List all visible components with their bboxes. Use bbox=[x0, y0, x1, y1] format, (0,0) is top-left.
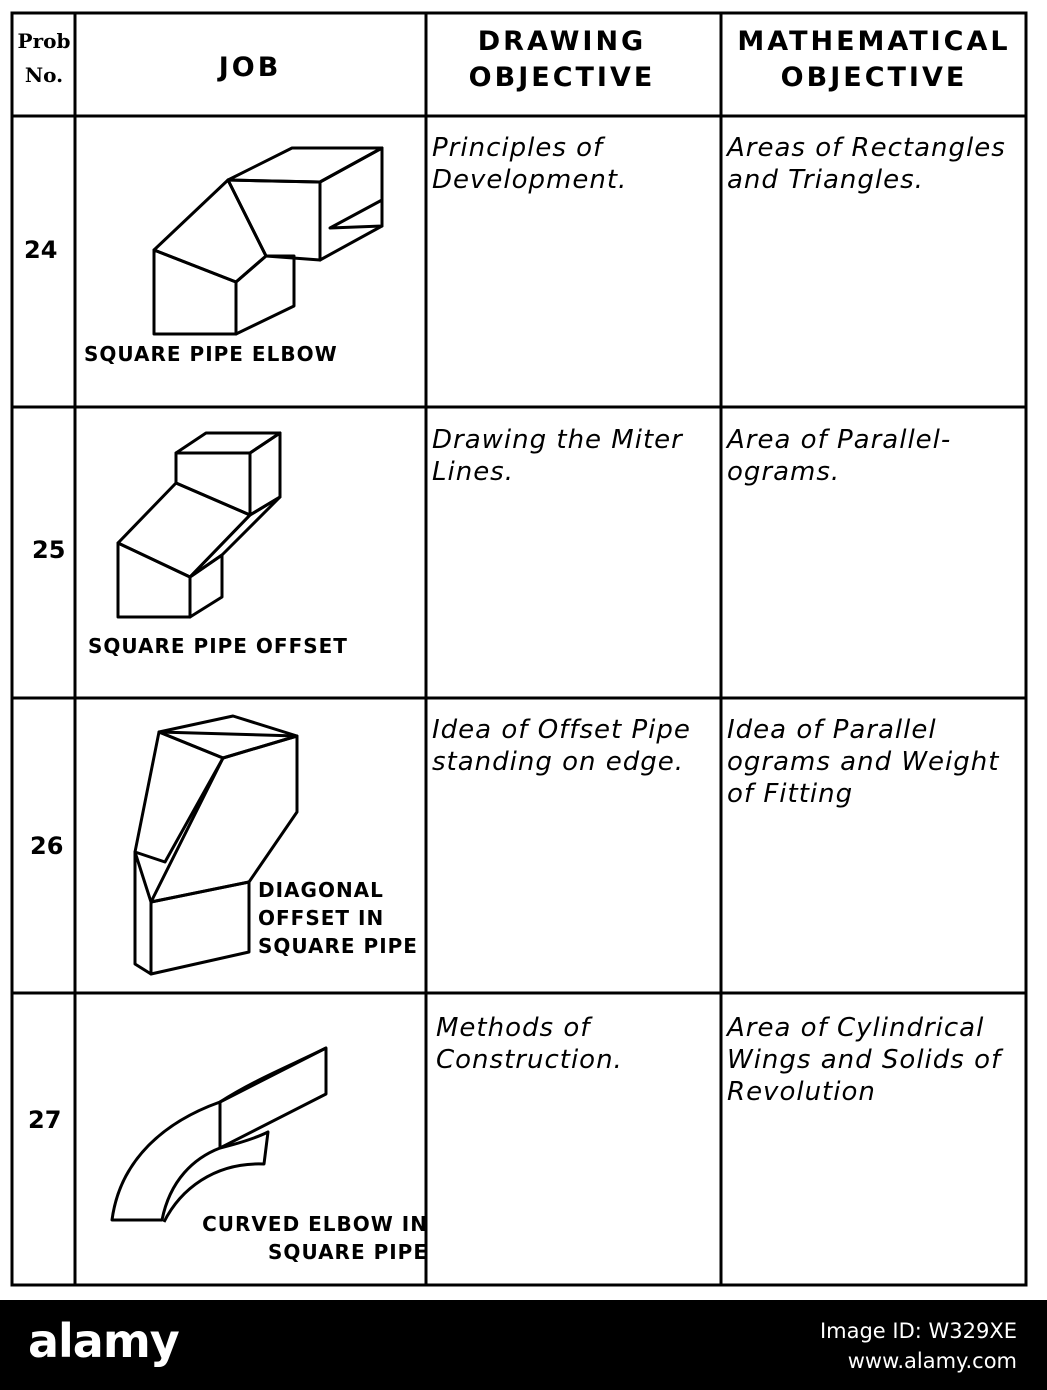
row-25-caption: SQUARE PIPE OFFSET bbox=[88, 634, 348, 658]
alamy-logo: alamy bbox=[28, 1314, 180, 1368]
row-25-mathematical-objective: Area of Parallel-ograms. bbox=[727, 425, 952, 487]
row-24-mathematical-objective: Areas of Rectangles and Triangles. bbox=[727, 133, 1006, 195]
row-26-mathematical-objective: Idea of Parallel ograms and Weight of Fi… bbox=[727, 715, 1000, 809]
row-24-number: 24 bbox=[24, 236, 58, 264]
diagonal-offset-drawing bbox=[133, 714, 299, 976]
header-drawing-objective: DRAWING OBJECTIVE bbox=[468, 26, 656, 93]
row-24-drawing-objective: Principles of Development. bbox=[432, 133, 628, 195]
worksheet-page: Prob No. JOB DRAWING OBJECTIVE MATHEMATI… bbox=[10, 11, 1028, 1287]
header-prob-no: Prob No. bbox=[17, 29, 71, 87]
stock-meta: Image ID: W329XE www.alamy.com bbox=[820, 1316, 1017, 1376]
row-27-mathematical-objective: Area of Cylindrical Wings and Solids of … bbox=[727, 1013, 1002, 1107]
row-24-caption: SQUARE PIPE ELBOW bbox=[84, 342, 338, 366]
image-id: Image ID: W329XE bbox=[819, 1319, 1017, 1343]
square-pipe-offset-drawing bbox=[116, 431, 282, 619]
row-27-drawing-objective: Methods of Construction. bbox=[436, 1013, 623, 1075]
header-job: JOB bbox=[218, 52, 282, 83]
header-mathematical-objective: MATHEMATICAL OBJECTIVE bbox=[737, 26, 1011, 93]
row-26-drawing-objective: Idea of Offset Pipe standing on edge. bbox=[432, 715, 691, 777]
curved-elbow-drawing bbox=[110, 1046, 328, 1223]
row-26-caption: DIAGONAL OFFSET IN SQUARE PIPE bbox=[258, 878, 418, 958]
row-25-number: 25 bbox=[32, 536, 66, 564]
row-26-number: 26 bbox=[30, 832, 64, 860]
row-27-caption: CURVED ELBOW IN SQUARE PIPE bbox=[202, 1212, 428, 1264]
square-pipe-elbow-drawing bbox=[152, 146, 384, 336]
table-grid bbox=[10, 11, 1028, 1287]
stock-watermark-bar: alamy Image ID: W329XE www.alamy.com bbox=[0, 1300, 1047, 1390]
row-27-number: 27 bbox=[28, 1106, 62, 1134]
stock-site-url: www.alamy.com bbox=[847, 1349, 1017, 1373]
row-25-drawing-objective: Drawing the Miter Lines. bbox=[432, 425, 683, 487]
